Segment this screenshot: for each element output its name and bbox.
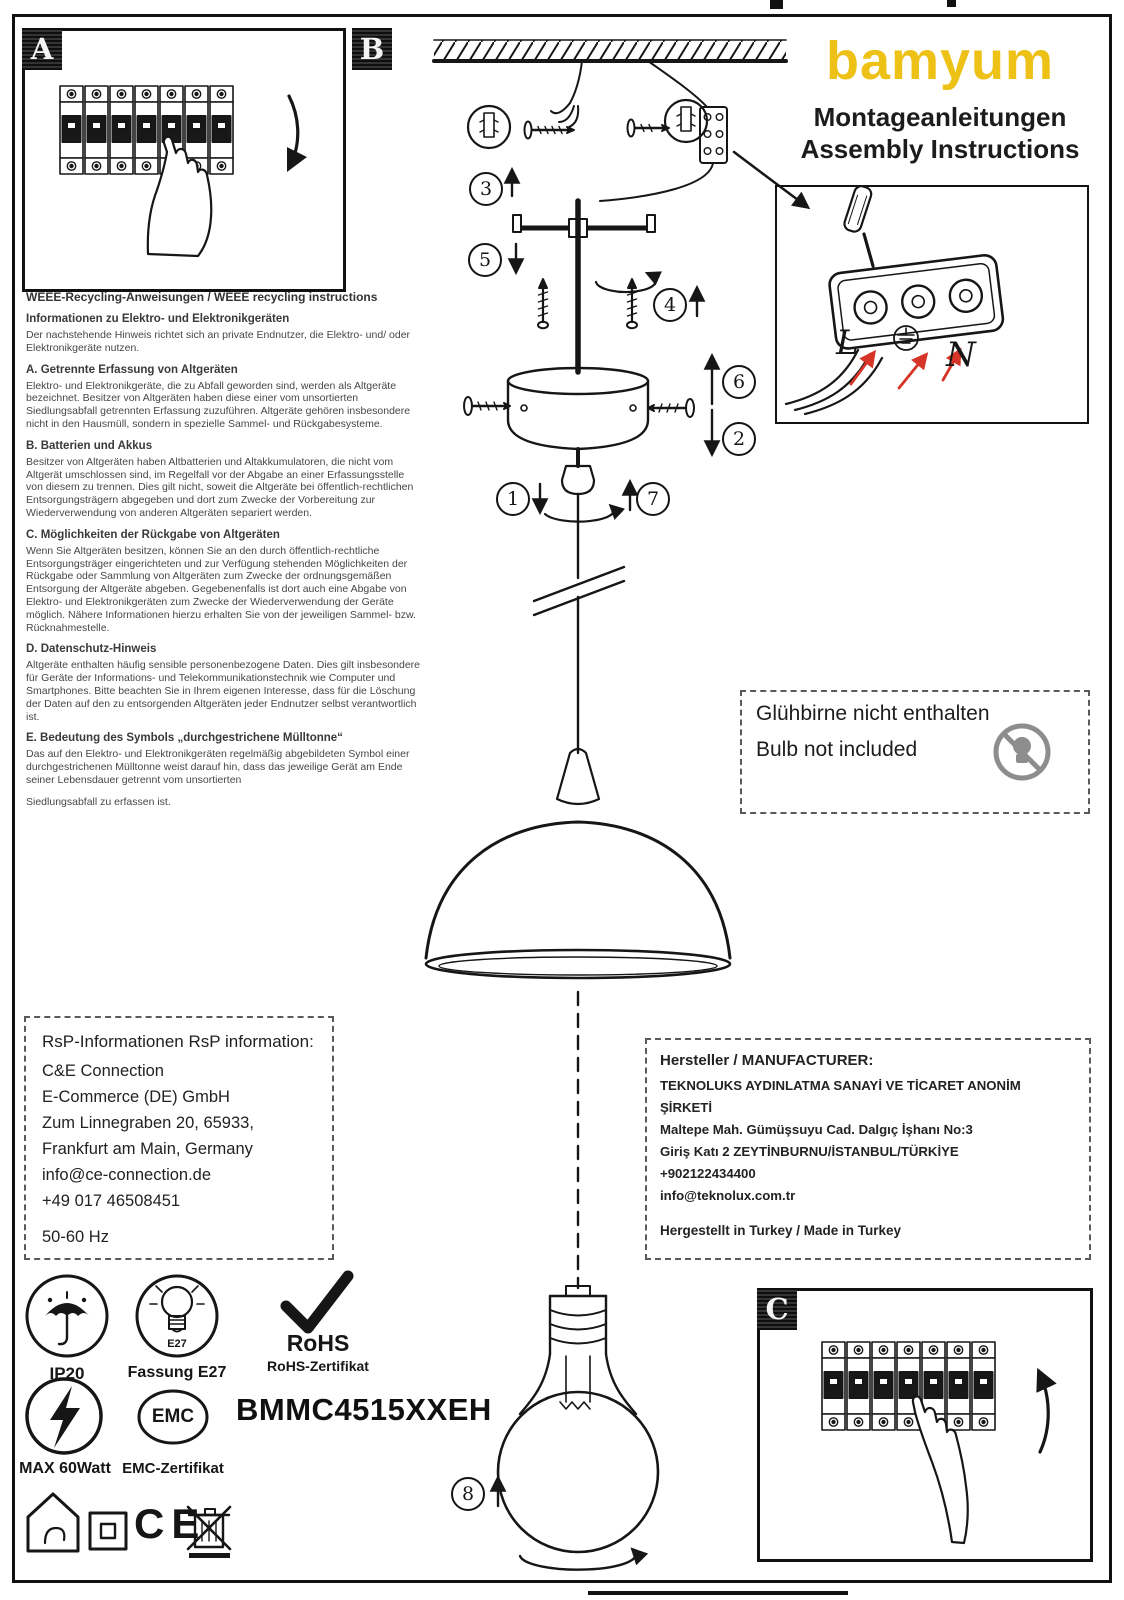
step-number: 4 (663, 294, 677, 316)
weee-heading: D. Datenschutz-Hinweis (26, 643, 157, 656)
manufacturer-box (645, 1038, 1091, 1260)
panel-b-letter: B (359, 32, 385, 66)
rohs-cert-label: RoHS-Zertifikat (267, 1358, 369, 1374)
step-number: 5 (478, 249, 492, 271)
emc-text: EMC (151, 1406, 195, 1427)
e27-text: E27 (167, 1338, 187, 1350)
rsp-frequency: 50-60 Hz (42, 1228, 109, 1246)
page-border (12, 14, 1112, 1583)
panel-a-label: A (22, 28, 62, 70)
weee-section: E. Bedeutung des Symbols „durchgestriche… (26, 732, 424, 786)
weee-heading: C. Möglichkeiten der Rückgabe von Altger… (26, 528, 280, 541)
step-badge-1: 1 (496, 482, 530, 516)
step-number: 7 (646, 488, 660, 510)
rsp-info-box (24, 1016, 334, 1260)
subtitle-de: Montageanleitungen (813, 102, 1067, 132)
bulb-note-box (740, 690, 1090, 814)
bulb-note-de: Glühbirne nicht enthalten (756, 702, 990, 725)
step-number: 8 (461, 1483, 475, 1505)
weee-body: Wenn Sie Altgeräten besitzen, können Sie… (26, 544, 416, 634)
e27-socket-label: Fassung E27 (127, 1364, 227, 1381)
manufacturer-title: Hersteller / MANUFACTURER: (660, 1052, 874, 1069)
bulb-note-en: Bulb not included (756, 738, 918, 761)
weee-body: Altgeräte enthalten häufig sensible pers… (26, 659, 421, 723)
step-number: 6 (732, 371, 746, 393)
ip20-label: IP20 (49, 1364, 85, 1383)
panel-c-letter: C (765, 1292, 789, 1326)
step-badge-3: 3 (469, 172, 503, 206)
rsp-email: info@ce-connection.de (42, 1166, 212, 1184)
ce-mark: CE (134, 1500, 207, 1547)
manufacturer-line: TEKNOLUKS AYDINLATMA SANAYİ VE TİCARET A… (660, 1078, 1021, 1115)
weee-heading: Informationen zu Elektro- und Elektronik… (26, 313, 290, 325)
step-number: 1 (506, 488, 520, 510)
manufacturer-email: info@teknolux.com.tr (660, 1188, 796, 1203)
rsp-line: Zum Linnegraben 20, 65933, (42, 1114, 254, 1132)
rsp-information: RsP-Informationen RsP information: C&E C… (42, 1032, 317, 1247)
weee-section: C. Möglichkeiten der Rückgabe von Altger… (26, 529, 424, 635)
step-badge-8: 8 (451, 1477, 485, 1511)
rsp-line: E-Commerce (DE) GmbH (42, 1088, 230, 1106)
manufacturer-information: Hersteller / MANUFACTURER: TEKNOLUKS AYD… (660, 1052, 1075, 1238)
panel-c-box (757, 1288, 1093, 1562)
step-number: 2 (732, 428, 746, 450)
country-of-origin: Hergestellt in Turkey / Made in Turkey (660, 1223, 902, 1238)
weee-body: Der nachstehende Hinweis richtet sich an… (26, 329, 411, 354)
brand-logo: bamyum (825, 31, 1055, 91)
step-badge-4: 4 (653, 288, 687, 322)
wiring-detail-box (775, 185, 1089, 424)
panel-b-label: B (352, 28, 392, 70)
panel-a-letter: A (30, 32, 54, 66)
weee-section: B. Batterien und Akkus Besitzer von Altg… (26, 440, 424, 520)
subtitle-en: Assembly Instructions (800, 134, 1080, 164)
manufacturer-line: Maltepe Mah. Gümüşsuyu Cad. Dalgıç İşhan… (660, 1122, 973, 1137)
weee-section: Informationen zu Elektro- und Elektronik… (26, 313, 424, 355)
manufacturer-phone: +902122434400 (660, 1166, 756, 1181)
panel-c-label: C (757, 1288, 797, 1330)
max-watt-label: MAX 60Watt (19, 1460, 111, 1477)
weee-recycling-section: WEEE-Recycling-Anweisungen / WEEE recycl… (26, 290, 424, 809)
step-badge-6: 6 (722, 365, 756, 399)
weee-title: WEEE-Recycling-Anweisungen / WEEE recycl… (26, 290, 378, 304)
rohs-text: RoHS (286, 1330, 350, 1356)
weee-body: Elektro- und Elektronikgeräte, die zu Ab… (26, 379, 411, 430)
step-badge-7: 7 (636, 482, 670, 516)
weee-heading: E. Bedeutung des Symbols „durchgestriche… (26, 732, 343, 745)
weee-heading: B. Batterien und Akkus (26, 439, 153, 452)
weee-final-line: Siedlungsabfall zu erfassen ist. (26, 795, 171, 808)
weee-heading: A. Getrennte Erfassung von Altgeräten (26, 363, 238, 376)
rsp-line: C&E Connection (42, 1062, 164, 1080)
step-number: 3 (479, 178, 493, 200)
step-badge-2: 2 (722, 422, 756, 456)
weee-body: Das auf den Elektro- und Elektronikgerät… (26, 748, 410, 786)
model-number: BMMC4515XXEH (236, 1392, 492, 1427)
weee-section: A. Getrennte Erfassung von Altgeräten El… (26, 364, 424, 431)
weee-section: D. Datenschutz-Hinweis Altgeräte enthalt… (26, 643, 424, 723)
weee-body: Besitzer von Altgeräten haben Altbatteri… (26, 455, 414, 519)
manufacturer-line: Giriş Katı 2 ZEYTİNBURNU/İSTANBUL/TÜRKİY… (660, 1144, 959, 1159)
panel-a-box (22, 28, 346, 292)
rsp-title: RsP-Informationen RsP information: (42, 1032, 314, 1051)
rsp-phone: +49 017 46508451 (42, 1192, 181, 1210)
emc-cert-label: EMC-Zertifikat (122, 1460, 224, 1477)
step-badge-5: 5 (468, 243, 502, 277)
rsp-line: Frankfurt am Main, Germany (42, 1140, 253, 1158)
